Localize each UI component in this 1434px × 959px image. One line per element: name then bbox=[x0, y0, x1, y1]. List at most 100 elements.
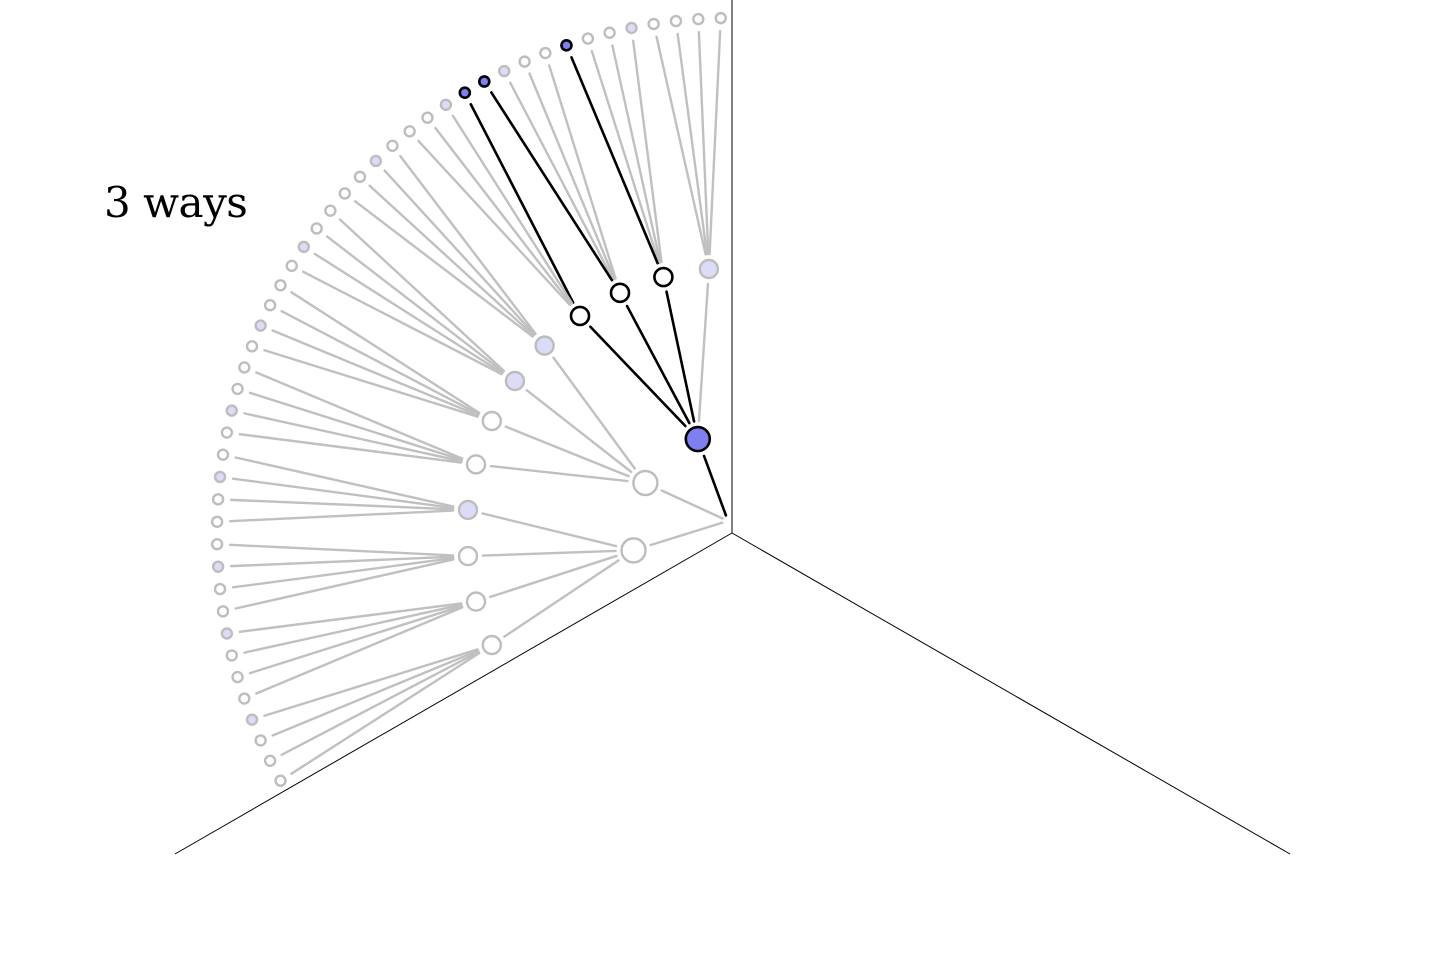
tree-leaf-node bbox=[220, 426, 234, 439]
edge-level1-level2 bbox=[503, 559, 620, 638]
edge-level2-leaf bbox=[417, 139, 572, 307]
tree-leaf-node bbox=[297, 240, 310, 254]
tree-leaf-node bbox=[213, 470, 227, 484]
edge-level2-leaf bbox=[290, 291, 481, 415]
edge-level2-leaf bbox=[434, 126, 573, 306]
edge-level2-leaf bbox=[234, 558, 455, 610]
edge-level2-leaf bbox=[469, 102, 575, 304]
tree-node-level2 bbox=[504, 370, 526, 392]
edge-level2-leaf bbox=[655, 35, 707, 256]
edge-level1-level2 bbox=[525, 389, 633, 474]
edge-level2-leaf bbox=[263, 349, 479, 418]
tree-leaf-node bbox=[245, 713, 259, 726]
tree-leaf-node bbox=[386, 139, 399, 153]
tree-node-level2 bbox=[609, 282, 631, 304]
edge-level2-leaf bbox=[231, 477, 455, 510]
edge-level2-leaf bbox=[229, 498, 455, 511]
edge-level2-leaf bbox=[231, 556, 455, 589]
edge-level2-leaf bbox=[631, 39, 663, 264]
tree-leaf-node bbox=[211, 493, 225, 506]
diagram-caption: 3 ways bbox=[104, 178, 248, 227]
edge-level2-leaf bbox=[238, 602, 463, 634]
edge-level2-leaf bbox=[490, 91, 614, 282]
tree-leaf-node bbox=[210, 538, 224, 551]
edge-level1-level2 bbox=[589, 325, 687, 428]
edge-level2-leaf bbox=[708, 29, 722, 256]
tree-leaf-node bbox=[220, 627, 234, 640]
edge-root-level1 bbox=[660, 489, 724, 520]
tree-leaf-node bbox=[254, 319, 267, 332]
edge-level2-leaf bbox=[290, 651, 481, 775]
tree-node-level1 bbox=[632, 469, 659, 497]
tree-leaf-node bbox=[714, 11, 727, 25]
edge-level2-leaf bbox=[280, 650, 480, 756]
edge-level2-leaf bbox=[263, 648, 479, 717]
edge-level1-level2 bbox=[489, 464, 629, 483]
edge-level1-level2 bbox=[665, 290, 696, 423]
tree-leaf-node bbox=[211, 560, 225, 573]
edge-level1-level2 bbox=[504, 425, 630, 478]
edge-level2-leaf bbox=[255, 606, 464, 695]
tree-leaf-node bbox=[458, 86, 472, 100]
edge-level2-leaf bbox=[228, 543, 455, 557]
tree-leaf-node bbox=[210, 515, 224, 528]
tree-leaf-node bbox=[439, 98, 453, 111]
edge-level2-leaf bbox=[228, 509, 455, 523]
edge-level1-level2 bbox=[552, 356, 636, 470]
tree-leaf-node bbox=[477, 75, 491, 88]
tree-leaf-node bbox=[231, 382, 244, 396]
tree-node-level2 bbox=[457, 499, 479, 521]
tree-node-level2 bbox=[534, 335, 555, 356]
edge-level2-leaf bbox=[280, 310, 480, 416]
tree-leaf-node bbox=[285, 259, 298, 273]
tree-leaf-node bbox=[692, 12, 705, 26]
edge-level2-leaf bbox=[302, 270, 503, 376]
tree-node-level2 bbox=[465, 591, 487, 612]
edge-level2-leaf bbox=[271, 649, 480, 737]
tree-leaf-node bbox=[231, 670, 244, 684]
tree-leaf-node bbox=[560, 39, 573, 52]
edge-level2-leaf bbox=[248, 604, 463, 675]
edge-level2-leaf bbox=[697, 30, 710, 256]
tree-leaf-node bbox=[625, 21, 638, 35]
edge-level2-leaf bbox=[399, 154, 537, 335]
tree-leaf-node bbox=[310, 222, 323, 235]
tree-leaf-node bbox=[263, 299, 277, 312]
tree-leaf-node bbox=[421, 111, 434, 124]
tree-node-level2 bbox=[481, 410, 503, 432]
edge-level2-leaf bbox=[353, 200, 534, 338]
edge-level2-leaf bbox=[325, 235, 505, 374]
tree-leaf-node bbox=[216, 605, 230, 618]
tree-leaf-node bbox=[669, 14, 683, 28]
edge-level2-leaf bbox=[590, 49, 661, 264]
tree-leaf-node bbox=[603, 26, 616, 39]
tree-leaf-node bbox=[324, 204, 337, 217]
edge-level1-level2 bbox=[625, 304, 691, 425]
edge-level2-leaf bbox=[383, 169, 536, 336]
edge-level1-level2 bbox=[489, 554, 618, 599]
edge-level2-leaf bbox=[255, 371, 464, 460]
edge-level2-leaf bbox=[528, 72, 616, 281]
tree-leaf-node bbox=[274, 279, 287, 292]
edge-level2-leaf bbox=[313, 252, 504, 375]
tree-node-level2 bbox=[569, 305, 591, 327]
tree-node-level2 bbox=[481, 634, 503, 656]
tree-leaf-node bbox=[274, 774, 287, 787]
edge-level2-leaf bbox=[243, 603, 463, 654]
tree-leaf-node bbox=[403, 125, 416, 138]
tree-leaf-node bbox=[254, 734, 267, 747]
edge-level2-leaf bbox=[238, 432, 463, 464]
edge-level2-leaf bbox=[229, 555, 455, 568]
edge-level2-leaf bbox=[368, 184, 535, 337]
tree-node-level2 bbox=[653, 266, 674, 288]
tree-leaf-node bbox=[498, 64, 511, 78]
edge-root-level1 bbox=[649, 521, 724, 547]
tree-leaf-node bbox=[518, 55, 531, 68]
tree-leaf-node bbox=[647, 17, 660, 31]
edge-level2-leaf bbox=[548, 64, 617, 280]
edge-level2-leaf bbox=[234, 456, 455, 508]
edge-level2-leaf bbox=[509, 81, 615, 281]
tree-leaf-node bbox=[216, 448, 230, 461]
edge-level2-leaf bbox=[243, 412, 463, 463]
